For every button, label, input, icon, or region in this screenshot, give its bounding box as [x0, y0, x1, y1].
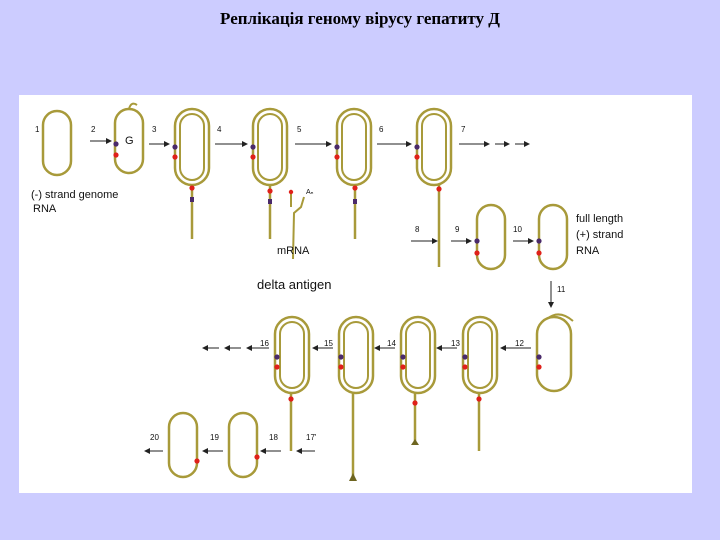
slide-title: Реплікація геному вірусу гепатиту Д — [220, 9, 500, 28]
rna-loop-14 — [399, 315, 437, 395]
red-marker — [267, 188, 273, 194]
diagram-graphics — [41, 102, 574, 481]
step-label: 1 — [35, 125, 40, 134]
red-marker — [194, 458, 200, 464]
red-marker — [288, 396, 294, 402]
step-label: 20 — [150, 433, 159, 442]
purple-marker — [462, 354, 468, 360]
step-label: 18 — [269, 433, 278, 442]
replication-diagram: 1 2 3 4 5 6 7 8 9 10 11 12 13 14 15 16 1… — [19, 95, 692, 493]
step-label: 14 — [387, 339, 396, 348]
red-marker — [414, 154, 420, 160]
step-label: 5 — [297, 125, 302, 134]
rna-loop-20 — [167, 411, 199, 479]
red-marker — [536, 364, 542, 370]
purple-marker — [353, 199, 357, 204]
step-label: 8 — [415, 225, 420, 234]
genome-label: (-) strand genome — [31, 189, 119, 201]
red-marker — [250, 154, 256, 160]
red-marker — [274, 364, 280, 370]
purple-marker — [250, 144, 256, 150]
red-marker — [474, 250, 480, 256]
purple-marker — [400, 354, 406, 360]
red-marker — [412, 400, 418, 406]
mrna-label: mRNA — [277, 245, 310, 257]
step-label: 10 — [513, 225, 522, 234]
red-marker — [536, 250, 542, 256]
step-label: 6 — [379, 125, 384, 134]
step-label: 4 — [217, 125, 222, 134]
rna-loop-12 — [535, 315, 573, 393]
full-length-label: full length — [576, 213, 624, 225]
plus-strand-label: (+) strand — [576, 229, 624, 241]
purple-marker — [338, 354, 344, 360]
purple-marker — [536, 354, 542, 360]
purple-marker — [268, 199, 272, 204]
step-label: 16 — [260, 339, 269, 348]
rna-loop-1 — [41, 109, 73, 177]
step-label: 11 — [557, 285, 566, 294]
step-label: 9 — [455, 225, 460, 234]
purple-marker — [113, 141, 119, 147]
g-symbol-label: G — [125, 135, 134, 147]
red-marker — [189, 185, 195, 191]
step-label: 2 — [91, 125, 96, 134]
red-marker — [338, 364, 344, 370]
red-marker — [476, 396, 482, 402]
rna-loop-10 — [537, 203, 569, 271]
red-marker — [334, 154, 340, 160]
purple-marker — [474, 238, 480, 244]
step-label: 7 — [461, 125, 466, 134]
red-marker — [254, 454, 260, 460]
step-label: 13 — [451, 339, 460, 348]
step-label: 17' — [306, 433, 317, 442]
purple-marker — [334, 144, 340, 150]
step-label: 19 — [210, 433, 219, 442]
rna-loop-9 — [475, 203, 507, 271]
purple-marker — [172, 144, 178, 150]
rna-loop-15 — [337, 315, 375, 395]
red-marker — [436, 186, 442, 192]
red-marker — [400, 364, 406, 370]
red-marker — [288, 189, 294, 195]
purple-marker — [190, 197, 194, 202]
rna-label: RNA — [33, 203, 57, 215]
red-marker — [462, 364, 468, 370]
red-marker — [172, 154, 178, 160]
red-marker — [113, 152, 119, 158]
step-label: 3 — [152, 125, 157, 134]
red-marker — [352, 185, 358, 191]
an-symbol-label: Aₙ — [306, 189, 314, 196]
step-label: 15 — [324, 339, 333, 348]
purple-marker — [536, 238, 542, 244]
delta-antigen-label: delta antigen — [257, 277, 332, 292]
purple-marker — [414, 144, 420, 150]
purple-marker — [274, 354, 280, 360]
step-label: 12 — [515, 339, 524, 348]
rna-loop-19 — [227, 411, 259, 479]
rna-label: RNA — [576, 245, 600, 257]
